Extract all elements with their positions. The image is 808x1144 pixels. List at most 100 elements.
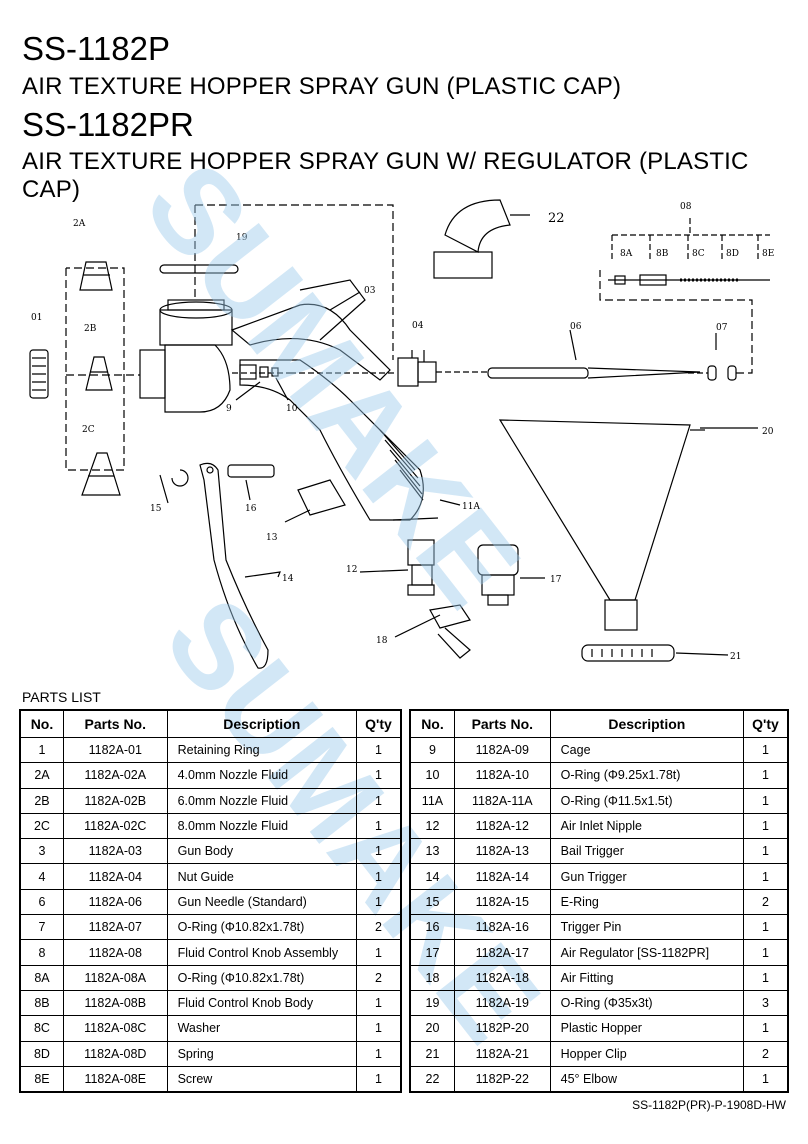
callout-01: 01 <box>31 313 42 323</box>
exploded-parts-diagram: 2A 19 03 22 08 8A 8B 8C 8D 8E 01 2B 04 0… <box>29 199 774 669</box>
document-code: SS-1182P(PR)-P-1908D-HW <box>632 1098 786 1112</box>
cell-qty: 1 <box>743 914 788 941</box>
callout-16: 16 <box>245 504 257 514</box>
cell-no: 8 <box>20 939 64 966</box>
callout-13: 13 <box>266 533 278 543</box>
product-title-2: AIR TEXTURE HOPPER SPRAY GUN W/ REGULATO… <box>22 148 749 203</box>
callout-08: 08 <box>680 202 692 212</box>
cell-qty: 1 <box>743 1015 788 1042</box>
cell-qty: 1 <box>356 762 401 789</box>
cell-description: Trigger Pin <box>549 914 745 941</box>
cell-description: 45° Elbow <box>549 1065 745 1093</box>
cell-description: O-Ring (Φ11.5x1.5t) <box>549 787 745 814</box>
header-parts-no: Parts No. <box>453 710 551 738</box>
cell-no: 9 <box>410 736 455 764</box>
cell-description: Gun Trigger <box>549 863 745 890</box>
cell-no: 7 <box>20 914 64 941</box>
cell-description: O-Ring (Φ10.82x1.78t) <box>166 964 358 991</box>
cell-no: 2C <box>20 812 64 840</box>
cell-parts-no: 1182P-22 <box>453 1065 551 1093</box>
cell-parts-no: 1182A-02C <box>62 812 168 840</box>
cell-qty: 1 <box>356 838 401 865</box>
cell-parts-no: 1182A-02B <box>62 787 168 814</box>
cell-description: Screw <box>166 1065 358 1093</box>
cell-parts-no: 1182A-08B <box>62 989 168 1017</box>
cell-parts-no: 1182A-16 <box>453 914 551 941</box>
cell-qty: 1 <box>356 736 401 764</box>
cell-description: Nut Guide <box>166 863 358 890</box>
cell-description: Bail Trigger <box>549 838 745 865</box>
cell-no: 8D <box>20 1040 64 1067</box>
cell-no: 10 <box>410 762 455 789</box>
cell-parts-no: 1182A-10 <box>453 762 551 789</box>
cell-description: Washer <box>166 1015 358 1042</box>
cell-parts-no: 1182A-08E <box>62 1065 168 1093</box>
cell-description: Air Inlet Nipple <box>549 812 745 840</box>
cell-parts-no: 1182A-17 <box>453 939 551 966</box>
cell-parts-no: 1182A-18 <box>453 964 551 991</box>
callout-8d: 8D <box>726 249 739 259</box>
cell-no: 22 <box>410 1065 455 1093</box>
cell-parts-no: 1182A-08C <box>62 1015 168 1042</box>
cell-no: 11A <box>410 787 455 814</box>
cell-no: 8B <box>20 989 64 1017</box>
callout-19: 19 <box>236 233 248 243</box>
callout-07: 07 <box>716 323 728 333</box>
cell-parts-no: 1182P-20 <box>453 1015 551 1042</box>
callout-8b: 8B <box>656 249 669 259</box>
cell-parts-no: 1182A-15 <box>453 888 551 916</box>
cell-description: 4.0mm Nozzle Fluid <box>166 762 358 789</box>
cell-description: Fluid Control Knob Assembly <box>166 939 358 966</box>
callout-03: 03 <box>364 286 376 296</box>
cell-parts-no: 1182A-09 <box>453 736 551 764</box>
callout-06: 06 <box>570 322 582 332</box>
cell-parts-no: 1182A-11A <box>453 787 551 814</box>
cell-no: 21 <box>410 1040 455 1067</box>
cell-no: 1 <box>20 736 64 764</box>
cell-parts-no: 1182A-04 <box>62 863 168 890</box>
callout-04: 04 <box>412 321 424 331</box>
cell-qty: 1 <box>356 812 401 840</box>
cell-parts-no: 1182A-12 <box>453 812 551 840</box>
cell-description: O-Ring (Φ9.25x1.78t) <box>549 762 745 789</box>
header-parts-no: Parts No. <box>62 710 168 738</box>
cell-qty: 2 <box>743 1040 788 1067</box>
cell-description: E-Ring <box>549 888 745 916</box>
callout-2c: 2C <box>82 425 95 435</box>
cell-no: 13 <box>410 838 455 865</box>
cell-no: 3 <box>20 838 64 865</box>
callout-9: 9 <box>226 404 232 414</box>
cell-description: Gun Body <box>166 838 358 865</box>
callout-21: 21 <box>730 652 741 662</box>
cell-qty: 1 <box>356 1065 401 1093</box>
model-number-2: SS-1182PR <box>22 106 194 143</box>
cell-description: Hopper Clip <box>549 1040 745 1067</box>
cell-parts-no: 1182A-07 <box>62 914 168 941</box>
header-qty: Q'ty <box>356 710 401 738</box>
cell-parts-no: 1182A-19 <box>453 989 551 1017</box>
cell-qty: 1 <box>743 863 788 890</box>
cell-parts-no: 1182A-08A <box>62 964 168 991</box>
cell-qty: 1 <box>743 939 788 966</box>
